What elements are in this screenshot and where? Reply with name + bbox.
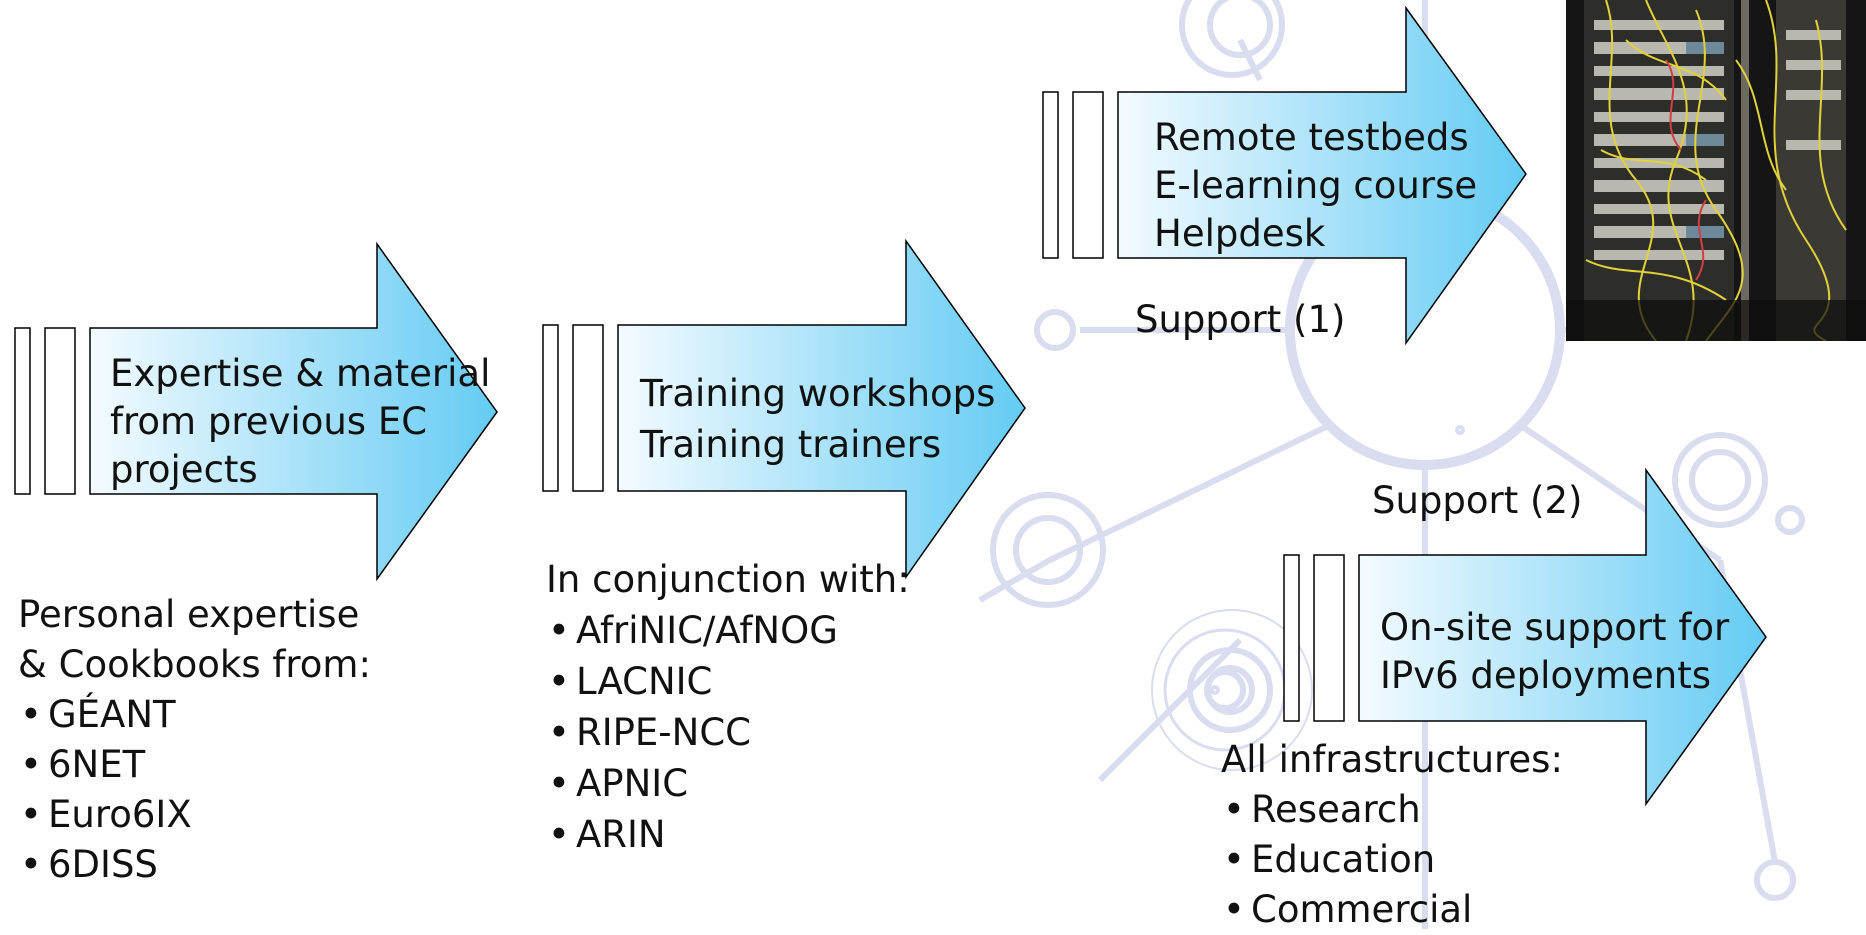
support2-label: Support (2) xyxy=(1372,479,1583,522)
sources-intro: & Cookbooks from: xyxy=(18,643,371,686)
training-arrow xyxy=(542,238,1026,580)
list-item: Research xyxy=(1221,785,1563,835)
list-item: Commercial xyxy=(1221,885,1563,935)
partners-list: AfriNIC/AfNOG LACNIC RIPE-NCC APNIC ARIN xyxy=(546,605,910,860)
list-item: 6NET xyxy=(18,740,371,790)
arrow-text-line: projects xyxy=(110,448,258,491)
server-rack-photo xyxy=(1566,0,1866,341)
arrow-text-line: On-site support for xyxy=(1380,606,1730,649)
arrow-text-line: IPv6 deployments xyxy=(1380,654,1712,697)
infrastructures-block: All infrastructures: Research Education … xyxy=(1221,735,1563,935)
list-item: RIPE-NCC xyxy=(546,707,910,758)
support1-arrow xyxy=(1042,5,1527,346)
list-item: APNIC xyxy=(546,758,910,809)
arrow-text-line: Helpdesk xyxy=(1154,212,1326,255)
list-item: Education xyxy=(1221,835,1563,885)
list-item: GÉANT xyxy=(18,690,371,740)
support2-arrow-text: On-site support for IPv6 deployments xyxy=(1380,604,1729,700)
support2-arrow xyxy=(1283,467,1767,807)
sources-list: GÉANT 6NET Euro6IX 6DISS xyxy=(18,690,371,890)
training-arrow-text: Training workshops Training trainers xyxy=(640,368,995,470)
arrow-text-line: from previous EC xyxy=(110,400,428,443)
infrastructures-intro: All infrastructures: xyxy=(1221,738,1563,781)
arrow-text-line: Training workshops xyxy=(640,372,996,415)
infrastructures-list: Research Education Commercial xyxy=(1221,785,1563,935)
partners-intro: In conjunction with: xyxy=(546,558,910,601)
sources-block: Personal expertise & Cookbooks from: GÉA… xyxy=(18,590,371,890)
list-item: 6DISS xyxy=(18,840,371,890)
list-item: Euro6IX xyxy=(18,790,371,840)
partners-block: In conjunction with: AfriNIC/AfNOG LACNI… xyxy=(546,554,910,860)
expertise-arrow-text: Expertise & material from previous EC pr… xyxy=(110,350,490,494)
support1-arrow-text: Remote testbeds E-learning course Helpde… xyxy=(1154,114,1477,258)
arrow-text-line: Training trainers xyxy=(640,423,942,466)
arrow-text-line: Expertise & material xyxy=(110,352,491,395)
list-item: ARIN xyxy=(546,809,910,860)
support1-label: Support (1) xyxy=(1135,298,1346,341)
list-item: LACNIC xyxy=(546,656,910,707)
arrow-text-line: E-learning course xyxy=(1154,164,1478,207)
list-item: AfriNIC/AfNOG xyxy=(546,605,910,656)
arrow-text-line: Remote testbeds xyxy=(1154,116,1469,159)
expertise-arrow xyxy=(14,241,498,582)
sources-intro: Personal expertise xyxy=(18,593,360,636)
